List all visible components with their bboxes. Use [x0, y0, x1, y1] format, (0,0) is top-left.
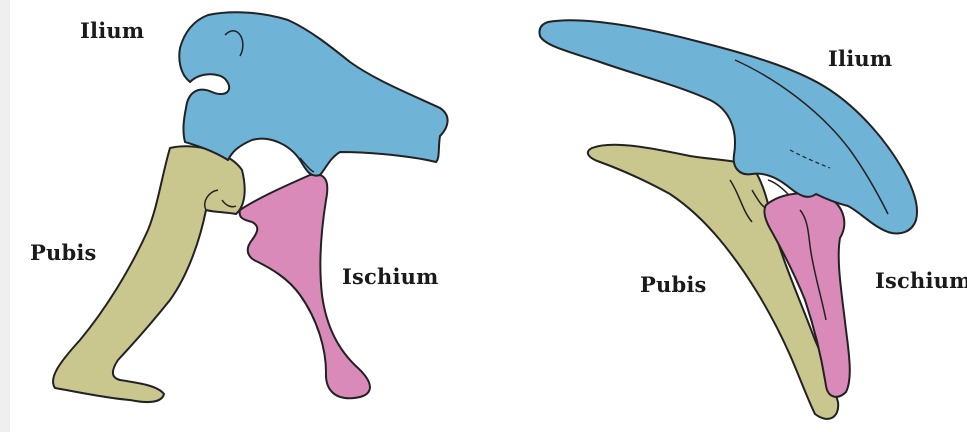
right-ischium-label: Ischium [875, 268, 967, 293]
left-pubis-bone [53, 146, 245, 402]
left-pubis-label: Pubis [30, 240, 97, 265]
left-ilium-bone [179, 12, 447, 175]
left-ilium-label: Ilium [80, 18, 144, 43]
left-pelvis [53, 12, 448, 402]
right-pelvis [539, 20, 917, 419]
right-ilium-label: Ilium [828, 46, 892, 71]
right-pubis-label: Pubis [640, 272, 707, 297]
left-ischium-label: Ischium [342, 264, 439, 289]
